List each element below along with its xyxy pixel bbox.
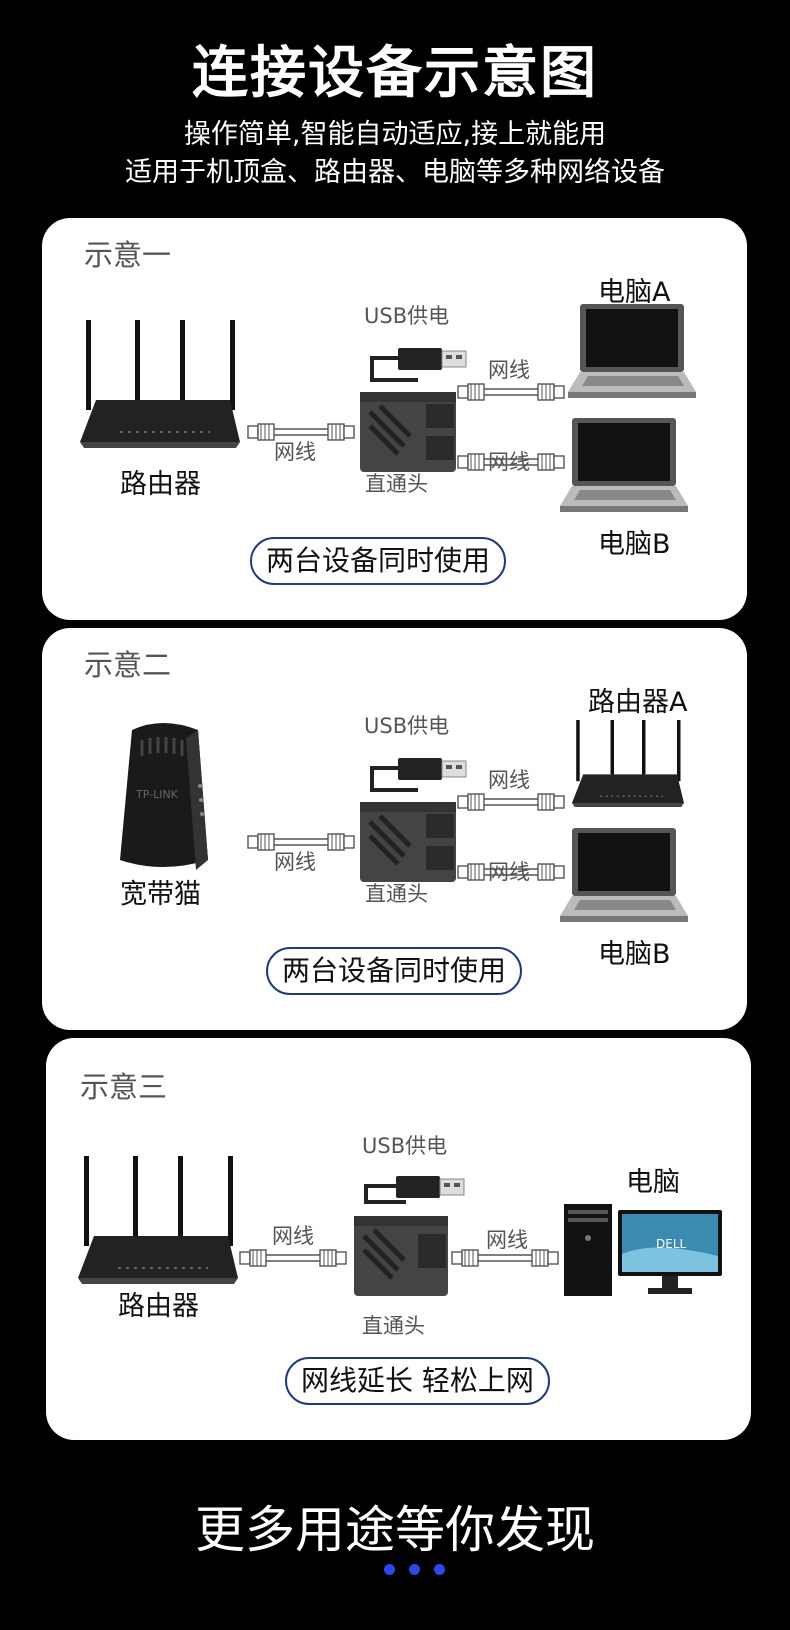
modem-icon: TP-LINK (120, 723, 208, 870)
page-subtitle-2: 适用于机顶盒、路由器、电脑等多种网络设备 (125, 157, 665, 188)
target-b-label: 电脑B (598, 529, 671, 560)
cable-icon (457, 383, 565, 401)
laptop-icon (560, 828, 688, 922)
router-icon (79, 319, 241, 449)
cable-label: 网线 (486, 1228, 528, 1252)
target-b-label: 电脑B (598, 939, 671, 970)
adapter-label: 直通头 (365, 882, 428, 906)
target-a-label: 电脑A (598, 277, 671, 308)
cable-icon (457, 793, 565, 811)
cable-label: 网线 (488, 358, 530, 382)
router-icon (571, 719, 685, 808)
section-title: 示意二 (84, 648, 172, 682)
footer-text: 更多用途等你发现 (195, 1501, 595, 1559)
source-label: 路由器 (118, 1291, 199, 1322)
cable-label: 网线 (488, 450, 530, 474)
router-icon (77, 1155, 239, 1285)
page-title: 连接设备示意图 (192, 41, 598, 106)
usb-power-label: USB供电 (362, 1134, 448, 1158)
cable-label: 网线 (488, 860, 530, 884)
cable-icon (239, 1249, 347, 1267)
target-a-label: 路由器A (588, 687, 688, 718)
page-subtitle-1: 操作简单,智能自动适应,接上就能用 (183, 119, 607, 150)
caption-pill: 两台设备同时使用 (266, 947, 523, 995)
cable-label: 网线 (272, 1224, 314, 1248)
target-label: 电脑 (626, 1167, 680, 1198)
modem-brand-text: TP-LINK (135, 788, 179, 801)
pager-dot (384, 1564, 395, 1575)
caption-pill: 网线延长 轻松上网 (285, 1357, 550, 1405)
adapter-label: 直通头 (365, 472, 428, 496)
monitor-brand-text: DELL (656, 1237, 687, 1251)
adapter-icon (354, 1176, 465, 1296)
diagram-card-3: 示意三 路由器 网线 USB供电 直通头 网线 电脑 DELL 网线延长 轻松上… (46, 1038, 751, 1440)
section-title: 示意一 (84, 238, 172, 272)
source-label: 路由器 (120, 469, 201, 500)
adapter-icon (360, 728, 470, 888)
adapter-label: 直通头 (362, 1314, 425, 1338)
diagram-card-2: 示意二 TP-LINK 宽带猫 网线 USB供电 直通头 网线 网线 路由器A … (42, 628, 747, 1030)
pager-dot (409, 1564, 420, 1575)
usb-power-label: USB供电 (364, 304, 450, 328)
laptop-icon (560, 418, 688, 512)
cable-label: 网线 (274, 440, 316, 464)
usb-power-label: USB供电 (364, 714, 450, 738)
adapter-icon (360, 318, 470, 478)
desktop-computer-icon: DELL (564, 1204, 722, 1296)
source-label: 宽带猫 (120, 879, 201, 910)
cable-label: 网线 (488, 768, 530, 792)
laptop-icon (568, 304, 696, 398)
cable-label: 网线 (274, 850, 316, 874)
caption-pill: 两台设备同时使用 (250, 537, 507, 585)
section-title: 示意三 (80, 1070, 168, 1104)
diagram-card-1: 示意一 路由器 网线 USB供电 直通头 网线 网线 电脑A 电脑B 两台设备同… (42, 218, 747, 620)
pager-dot (434, 1564, 445, 1575)
